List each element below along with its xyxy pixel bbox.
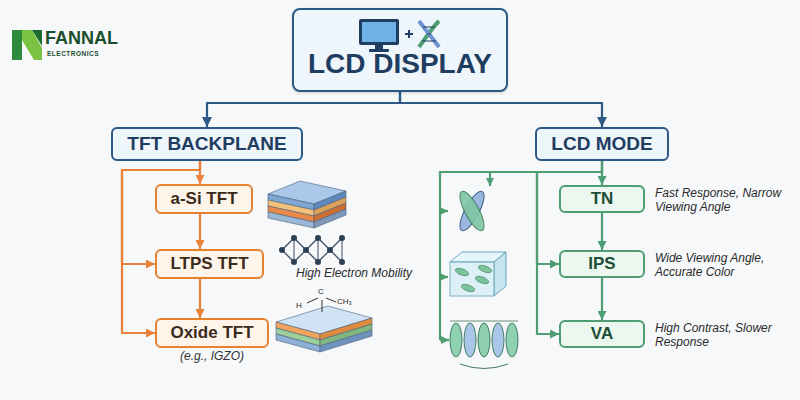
connector-arrow — [601, 213, 603, 250]
logo-text: ELECTRONICS — [47, 50, 99, 58]
ltps-crystal-network-part-part — [303, 247, 309, 253]
ltps-crystal-network-part — [318, 238, 319, 262]
ips-cell-icon-part-part — [477, 264, 492, 274]
molecule-bonds-part — [326, 298, 336, 302]
va-cell-icon-part — [492, 323, 504, 357]
ltps-crystal-network-part — [282, 238, 342, 250]
twisted-nematic-icon-part — [455, 188, 488, 233]
monitor-icon-part — [422, 27, 436, 41]
va-cell-icon — [450, 321, 518, 369]
ltps-crystal-network-part — [282, 250, 342, 262]
ltps-crystal-network-part — [342, 238, 343, 262]
monitor-icon-part — [419, 21, 439, 47]
node-text: IPS — [588, 254, 615, 274]
monitor-icon-part — [359, 19, 399, 45]
ltps-crystal-network-part-part — [291, 259, 297, 265]
va-cell-icon-part — [450, 323, 462, 357]
process-box: IPS — [559, 250, 645, 278]
monitor-icon-part — [419, 21, 439, 47]
logo-mark — [12, 30, 42, 60]
mode-icon-bracket-part — [440, 276, 448, 278]
twisted-nematic-icon-part — [455, 188, 488, 233]
node-text: TFT BACKPLANE — [127, 133, 286, 155]
asi-layer-stack-part — [268, 212, 314, 228]
connector-arrow — [601, 278, 603, 320]
atom-label: CH₃ — [337, 297, 352, 307]
asi-layer-stack — [268, 181, 346, 228]
ltps-crystal-network-part — [279, 235, 345, 265]
process-box: LTPS TFT — [155, 249, 264, 279]
ips-cell-icon-part — [450, 262, 494, 296]
ltps-crystal-network-part — [294, 238, 295, 262]
ips-cell-icon-part — [454, 264, 492, 293]
ips-cell-icon-part-part — [474, 275, 489, 285]
mode-icon-bracket-part — [440, 172, 537, 340]
logo-mark-part — [32, 30, 42, 46]
oxide-layer-slab-part — [320, 330, 372, 352]
ltps-crystal-network-part-part — [315, 235, 321, 241]
connector-arrow — [199, 279, 201, 318]
ips-cell-icon-part-part — [460, 283, 475, 293]
va-cell-icon-part — [464, 323, 476, 357]
process-box: TFT BACKPLANE — [111, 127, 303, 161]
molecule-bonds-part — [322, 300, 323, 312]
connector-arrow — [199, 214, 201, 249]
node-text: Oxide TFT — [170, 323, 253, 343]
asi-layer-stack-part — [314, 209, 346, 228]
ltps-crystal-network — [279, 235, 345, 265]
mode-icon-bracket-part — [440, 210, 448, 212]
mode-icon-bracket-part — [440, 339, 449, 341]
ltps-crystal-network-part-part — [315, 259, 321, 265]
note-text: High Contrast, Slower Response — [655, 321, 785, 350]
note-text: (e.g., IGZO) — [180, 349, 244, 363]
process-box: TN — [559, 185, 645, 213]
logo-text: FANNAL — [45, 28, 118, 50]
ltps-crystal-network-part-part — [279, 247, 285, 253]
va-cell-icon-part — [506, 323, 518, 357]
connector-arrow — [207, 92, 400, 127]
atom-label: H — [296, 301, 302, 311]
node-text: LTPS TFT — [170, 254, 248, 274]
process-box: a-Si TFT — [155, 184, 253, 214]
node-text: LCD MODE — [551, 133, 652, 155]
title-box: LCD DISPLAY — [292, 8, 508, 92]
oxide-layer-slab — [276, 306, 372, 352]
logo-mark-part — [22, 30, 42, 60]
note-text: Fast Response, Narrow Viewing Angle — [655, 186, 785, 215]
mode-icon-bracket-part — [489, 172, 491, 186]
note-text: Wide Viewing Angle, Accurate Color — [655, 251, 785, 280]
ips-cell-icon-part-part — [454, 267, 469, 277]
ltps-crystal-network-part-part — [291, 235, 297, 241]
monitor-icon-part — [405, 30, 413, 38]
process-box: VA — [559, 320, 645, 348]
ltps-crystal-network-part-part — [339, 235, 345, 241]
note-text: High Electron Mobility — [296, 266, 412, 280]
ltps-crystal-network-part-part — [327, 247, 333, 253]
ips-cell-icon — [450, 252, 506, 296]
node-text: VA — [591, 324, 613, 344]
va-cell-icon-part — [460, 364, 508, 369]
logo-mark-part — [12, 30, 22, 60]
connector-arrow — [400, 92, 602, 127]
node-text: a-Si TFT — [170, 189, 237, 209]
node-text: TN — [591, 189, 614, 209]
molecule-bonds — [307, 298, 336, 312]
va-cell-icon-part — [478, 323, 490, 357]
ips-cell-icon-part — [494, 252, 506, 296]
process-box: LCD MODE — [535, 127, 669, 161]
ltps-crystal-network-part-part — [339, 259, 345, 265]
atom-label: C — [318, 287, 324, 297]
va-cell-icon-part — [450, 321, 518, 322]
monitor-icon-part — [362, 22, 396, 42]
process-box: Oxide TFT(e.g., IGZO) — [155, 318, 269, 348]
twisted-nematic-icon — [455, 188, 488, 233]
node-text: LCD DISPLAY — [308, 48, 492, 80]
molecule-bonds-part — [307, 298, 318, 303]
oxide-layer-slab-part — [276, 334, 320, 352]
mode-icon-bracket — [440, 172, 537, 340]
